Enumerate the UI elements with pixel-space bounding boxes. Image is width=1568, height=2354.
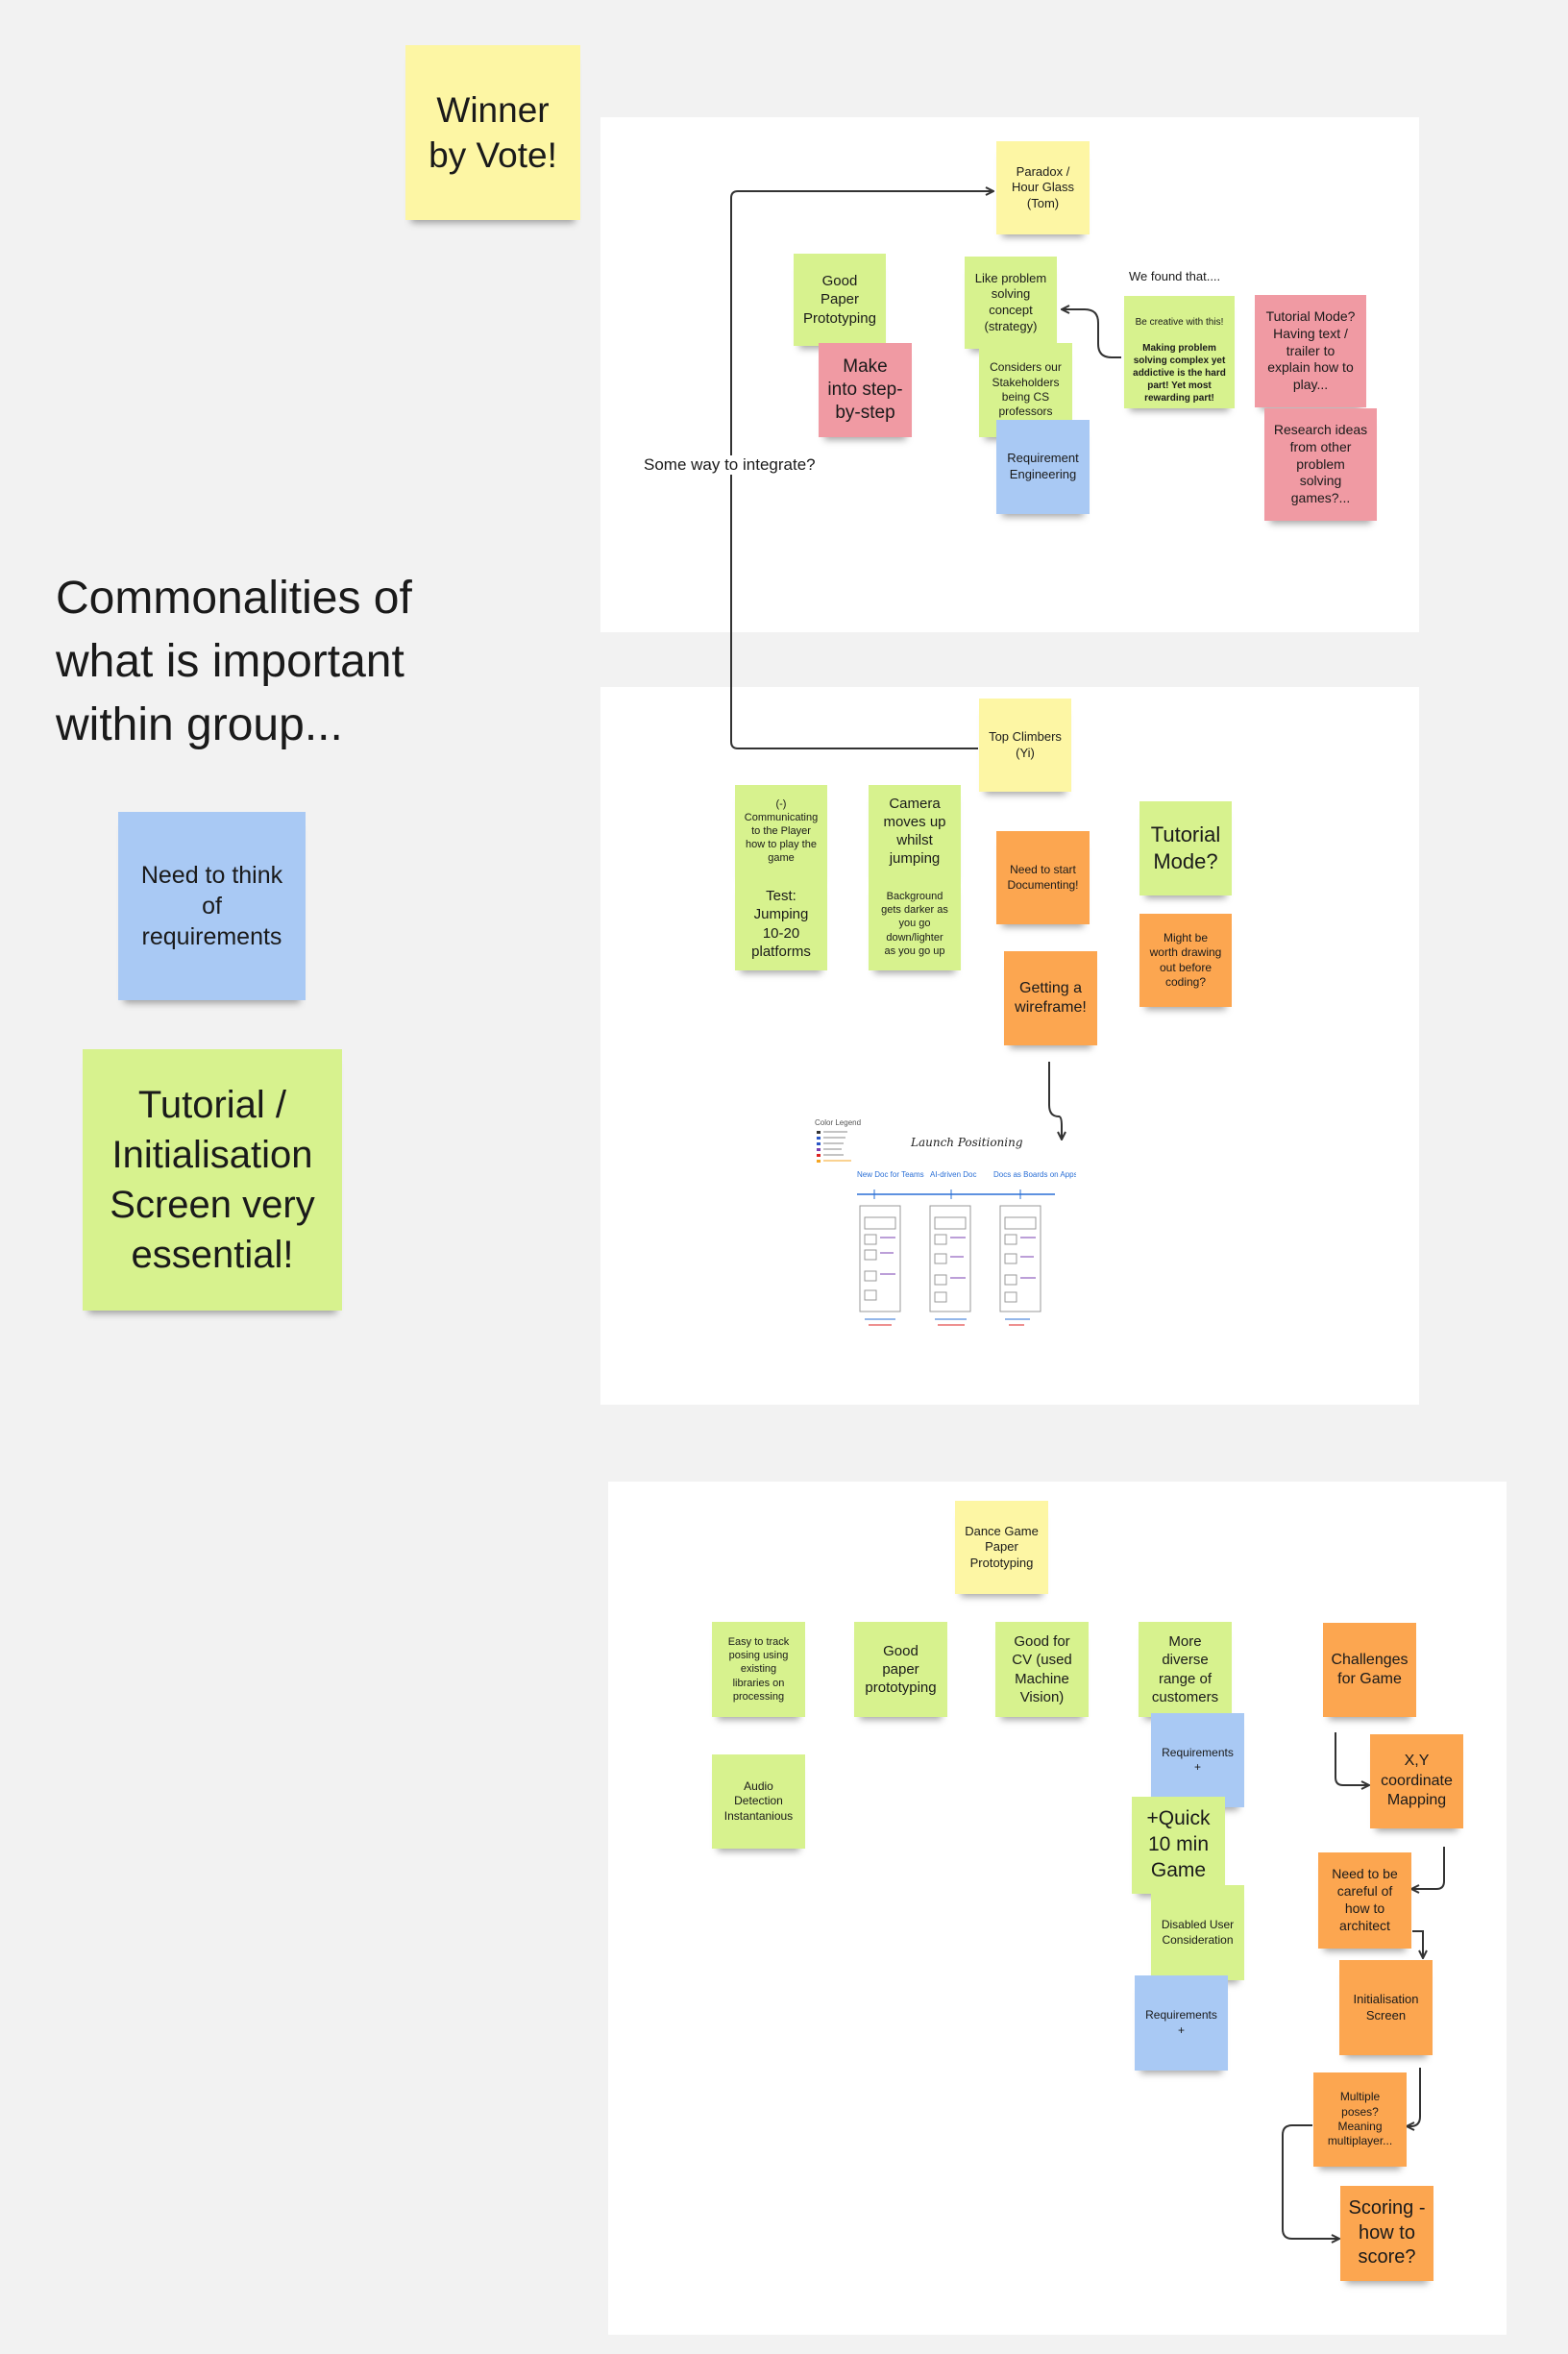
test-jumping-note[interactable]: Test: Jumping 10-20 platforms (735, 877, 827, 970)
tutorial-trailer-note[interactable]: Tutorial Mode? Having text / trailer to … (1255, 295, 1366, 407)
be-creative-note[interactable]: Be creative with this! Making problem so… (1124, 296, 1235, 408)
requirements-plus-2-note[interactable]: Requirements + (1135, 1975, 1228, 2071)
paradox-hourglass-note[interactable]: Paradox / Hour Glass (Tom) (996, 141, 1090, 234)
requirements-plus-1-note[interactable]: Requirements + (1151, 1713, 1244, 1807)
research-ideas-note[interactable]: Research ideas from other problem solvin… (1264, 408, 1377, 521)
we-found-that-label: We found that.... (1129, 269, 1221, 283)
communicating-note[interactable]: (-) Communicating to the Player how to p… (735, 785, 827, 877)
good-paper-prototyping-2-note[interactable]: Good paper prototyping (854, 1622, 947, 1717)
be-creative-bold: Making problem solving complex yet addic… (1133, 342, 1226, 405)
wireframe-drawing: Color Legend Launch Positioning New Doc … (815, 1118, 1078, 1326)
getting-wireframe-note[interactable]: Getting a wireframe! (1004, 951, 1097, 1045)
requirement-engineering-note[interactable]: Requirement Engineering (996, 420, 1090, 514)
wireframe-col-3: Docs as Boards on Apps (993, 1170, 1076, 1179)
dance-game-note[interactable]: Dance Game Paper Prototyping (955, 1501, 1048, 1594)
multiple-poses-note[interactable]: Multiple poses? Meaning multiplayer... (1313, 2072, 1407, 2167)
careful-architect-note[interactable]: Need to be careful of how to architect (1318, 1852, 1411, 1949)
tutorial-screen-essential-note[interactable]: Tutorial / Initialisation Screen very es… (83, 1049, 342, 1311)
wireframe-legend (817, 1131, 851, 1163)
xy-mapping-note[interactable]: X,Y coordinate Mapping (1370, 1734, 1463, 1828)
wireframe-col-2: AI-driven Doc (930, 1170, 976, 1179)
wireframe-sketch[interactable]: Color Legend Launch Positioning New Doc … (807, 1110, 1078, 1331)
winner-by-vote-note[interactable]: Winner by Vote! (405, 45, 580, 220)
start-documenting-note[interactable]: Need to start Documenting! (996, 831, 1090, 924)
camera-moves-note[interactable]: Camera moves up whilst jumping (869, 785, 961, 877)
make-step-by-step-note[interactable]: Make into step- by-step (819, 343, 912, 437)
more-diverse-note[interactable]: More diverse range of customers (1139, 1622, 1232, 1717)
wireframe-legend-title: Color Legend (815, 1118, 861, 1127)
quick-game-note[interactable]: +Quick 10 min Game (1132, 1797, 1225, 1894)
wireframe-title: Launch Positioning (910, 1136, 1023, 1149)
audio-detection-note[interactable]: Audio Detection Instantanious (712, 1754, 805, 1849)
integrate-label: Some way to integrate? (642, 455, 818, 475)
commonalities-heading: Commonalities of what is important withi… (56, 573, 412, 750)
challenges-note[interactable]: Challenges for Game (1323, 1623, 1416, 1717)
top-climbers-note[interactable]: Top Climbers (Yi) (979, 699, 1071, 792)
disabled-user-note[interactable]: Disabled User Consideration (1151, 1885, 1244, 1980)
easy-track-note[interactable]: Easy to track posing using existing libr… (712, 1622, 805, 1717)
tutorial-mode-note[interactable]: Tutorial Mode? (1139, 801, 1232, 895)
scoring-note[interactable]: Scoring - how to score? (1340, 2186, 1433, 2281)
worth-drawing-note[interactable]: Might be worth drawing out before coding… (1139, 914, 1232, 1007)
like-problem-solving-note[interactable]: Like problem solving concept (strategy) (965, 257, 1057, 349)
good-paper-prototyping-note[interactable]: Good Paper Prototyping (794, 254, 886, 346)
be-creative-intro: Be creative with this! (1135, 317, 1224, 329)
wireframe-col-1: New Doc for Teams (857, 1170, 924, 1179)
good-for-cv-note[interactable]: Good for CV (used Machine Vision) (995, 1622, 1089, 1717)
need-requirements-note[interactable]: Need to think of requirements (118, 812, 306, 1000)
background-darker-note[interactable]: Background gets darker as you go down/li… (869, 877, 961, 970)
initialisation-screen-note[interactable]: Initialisation Screen (1339, 1960, 1433, 2055)
